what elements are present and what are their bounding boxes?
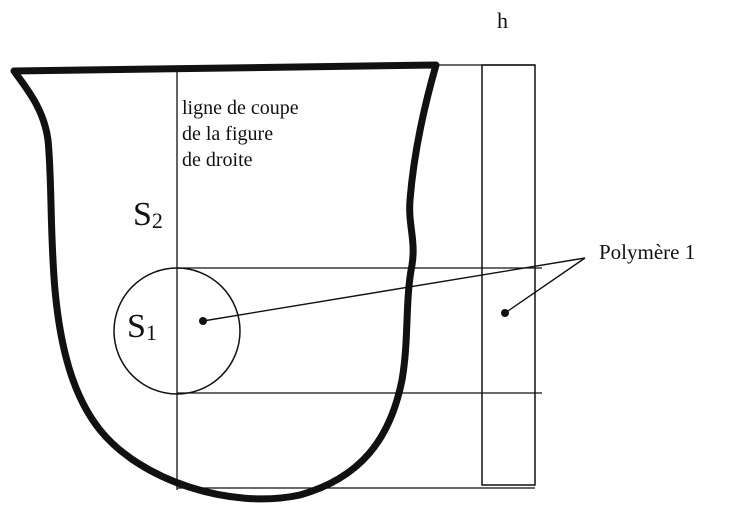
- cut-line-caption: ligne de coupe de la figure de droite: [182, 95, 299, 173]
- marker-dot-strip: [501, 309, 509, 317]
- marker-dot-circle: [199, 317, 207, 325]
- surface-s1-letter: S: [127, 308, 146, 345]
- surface-s2-label: S2: [133, 196, 163, 234]
- inclusion-circle: [113, 267, 241, 395]
- polymer-layer-strip: [481, 64, 536, 486]
- leader-line-circle: [202, 257, 586, 322]
- surface-s2-letter: S: [133, 196, 152, 233]
- polymer-label: Polymère 1: [599, 240, 696, 264]
- surface-s1-label: S1: [127, 308, 157, 346]
- surface-s1-subscript: 1: [145, 320, 157, 345]
- container-outline: [10, 61, 440, 503]
- thickness-label-h: h: [497, 8, 508, 33]
- cut-line-caption-line-2: de la figure: [182, 123, 274, 145]
- cut-line-caption-line-3: de droite: [182, 149, 253, 171]
- cut-line-caption-line-1: ligne de coupe: [182, 97, 299, 119]
- surface-s2-subscript: 2: [151, 208, 163, 233]
- leader-line-strip: [504, 257, 586, 314]
